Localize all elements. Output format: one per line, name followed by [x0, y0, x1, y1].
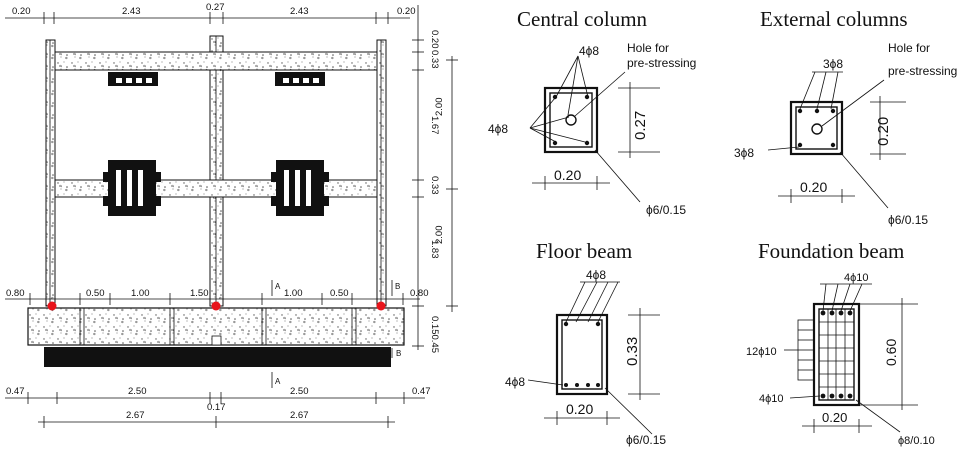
floor-bottom-bars: 4ϕ8 [505, 375, 525, 389]
bottom-dim-1: 0.47 [6, 386, 25, 397]
roof-beam [54, 51, 378, 71]
bottom-dim-3: 2.50 [290, 386, 309, 397]
right-big-dim-2: 2.00 [434, 226, 445, 245]
foundation-width-dim: 0.20 [822, 410, 847, 425]
top-dim-4: 2.43 [290, 6, 309, 17]
frame-elevation: 0.20 2.43 0.27 2.43 0.20 [5, 2, 458, 428]
foundation-bottom-bars: 4ϕ10 [759, 393, 784, 405]
external-columns-section: External columns 3ϕ8 3ϕ8 Hole for pre-st… [734, 7, 957, 227]
foundation-dowels [79, 308, 357, 346]
floor-mass-left [103, 160, 161, 216]
foundation-beam-title: Foundation beam [758, 239, 904, 263]
external-columns-title: External columns [760, 7, 908, 31]
bottom-dim-2: 2.50 [128, 386, 147, 397]
top-dim-3: 0.27 [206, 2, 225, 13]
right-dim-2: 0.33 [429, 50, 440, 69]
foundation-stirrup: ϕ8/0.10 [898, 435, 935, 447]
central-side-bars: 4ϕ8 [488, 122, 508, 136]
base-dim-5: 1.00 [284, 288, 303, 299]
external-hole-note-1: Hole for [888, 41, 930, 55]
bottom-dim-total-2: 2.67 [290, 410, 309, 421]
left-node-marker [47, 301, 57, 311]
right-dim-3: 1.67 [429, 116, 440, 135]
base-dim-7: 0.80 [410, 288, 429, 299]
central-height-dim: 0.27 [632, 111, 649, 140]
floor-top-bars: 4ϕ8 [586, 268, 606, 282]
section-mark-a-top: A [275, 282, 281, 291]
base-dim-1: 0.80 [6, 288, 25, 299]
floor-beam-title: Floor beam [536, 239, 632, 263]
section-mark-a-bottom: A [275, 377, 281, 386]
foundation-height-dim: 0.60 [883, 339, 899, 366]
base-dim-2: 0.50 [86, 288, 105, 299]
external-top-bars: 3ϕ8 [823, 57, 843, 71]
top-dim-5: 0.20 [397, 6, 416, 17]
floor-mass-right [271, 160, 329, 216]
floor-height-dim: 0.33 [624, 337, 641, 366]
bottom-dimension-chain-2: 2.67 2.67 [38, 410, 395, 428]
bottom-center-dim: 0.17 [207, 402, 226, 413]
left-column [45, 39, 56, 307]
roof-mass-right [275, 72, 325, 86]
base-plate [44, 347, 391, 367]
right-dim-6: 0.150.45 [429, 316, 440, 353]
central-column-section: Central column 4ϕ8 4ϕ8 Hole for pre-stre… [488, 7, 696, 217]
floor-width-dim: 0.20 [566, 401, 593, 417]
external-stirrup: ϕ6/0.15 [888, 213, 928, 227]
external-width-dim: 0.20 [800, 179, 827, 195]
right-node-marker [376, 301, 386, 311]
central-hole-note-1: Hole for [627, 41, 669, 55]
right-dimension-chain-small: 0.20 0.33 1.67 0.33 1.83 0.150.45 [412, 5, 440, 353]
bottom-dim-total-1: 2.67 [126, 410, 145, 421]
floor-beam-section: Floor beam 4ϕ8 4ϕ8 0.33 0.20 ϕ6/0.15 [505, 239, 666, 447]
roof-mass-left [108, 72, 158, 86]
right-dim-5: 1.83 [429, 240, 440, 259]
right-dim-4: 0.33 [429, 176, 440, 195]
right-dim-1: 0.20 [429, 30, 440, 49]
right-column [376, 39, 387, 307]
base-dimension-chain: 0.80 0.50 1.00 1.50 1.00 0.50 0.80 [5, 288, 429, 305]
external-hole-note-2: pre-stressing [888, 64, 957, 78]
right-big-dim-1: 2.00 [434, 98, 445, 117]
foundation-top-bars: 4ϕ10 [844, 272, 869, 284]
base-dim-6: 0.50 [330, 288, 349, 299]
central-column-title: Central column [517, 7, 648, 31]
top-dim-1: 0.20 [12, 6, 31, 17]
bottom-dimension-chain-1: 0.47 2.50 2.50 0.47 0.17 [5, 386, 431, 413]
central-column [209, 35, 224, 307]
section-mark-b-bottom: B [396, 349, 401, 358]
bottom-dim-4: 0.47 [412, 386, 431, 397]
first-floor-beam [54, 179, 378, 198]
section-marks: A B B A [271, 280, 401, 388]
base-dim-4: 1.50 [190, 288, 209, 299]
external-side-bars: 3ϕ8 [734, 146, 754, 160]
central-hole-note-2: pre-stressing [627, 56, 696, 70]
foundation-side-bars: 12ϕ10 [746, 346, 777, 358]
central-node-marker [211, 301, 221, 311]
floor-stirrup: ϕ6/0.15 [626, 433, 666, 447]
central-width-dim: 0.20 [554, 167, 581, 183]
right-dimension-chain-big: 2.00 2.00 [434, 56, 458, 312]
external-height-dim: 0.20 [875, 117, 892, 146]
base-dim-3: 1.00 [131, 288, 150, 299]
central-stirrup: ϕ6/0.15 [646, 203, 686, 217]
top-dim-2: 2.43 [122, 6, 141, 17]
section-mark-b-top: B [395, 282, 400, 291]
top-dimension-chain: 0.20 2.43 0.27 2.43 0.20 [5, 2, 416, 24]
central-top-bars: 4ϕ8 [579, 44, 599, 58]
foundation-beam-section: Foundation beam 4ϕ10 1 [746, 239, 935, 447]
